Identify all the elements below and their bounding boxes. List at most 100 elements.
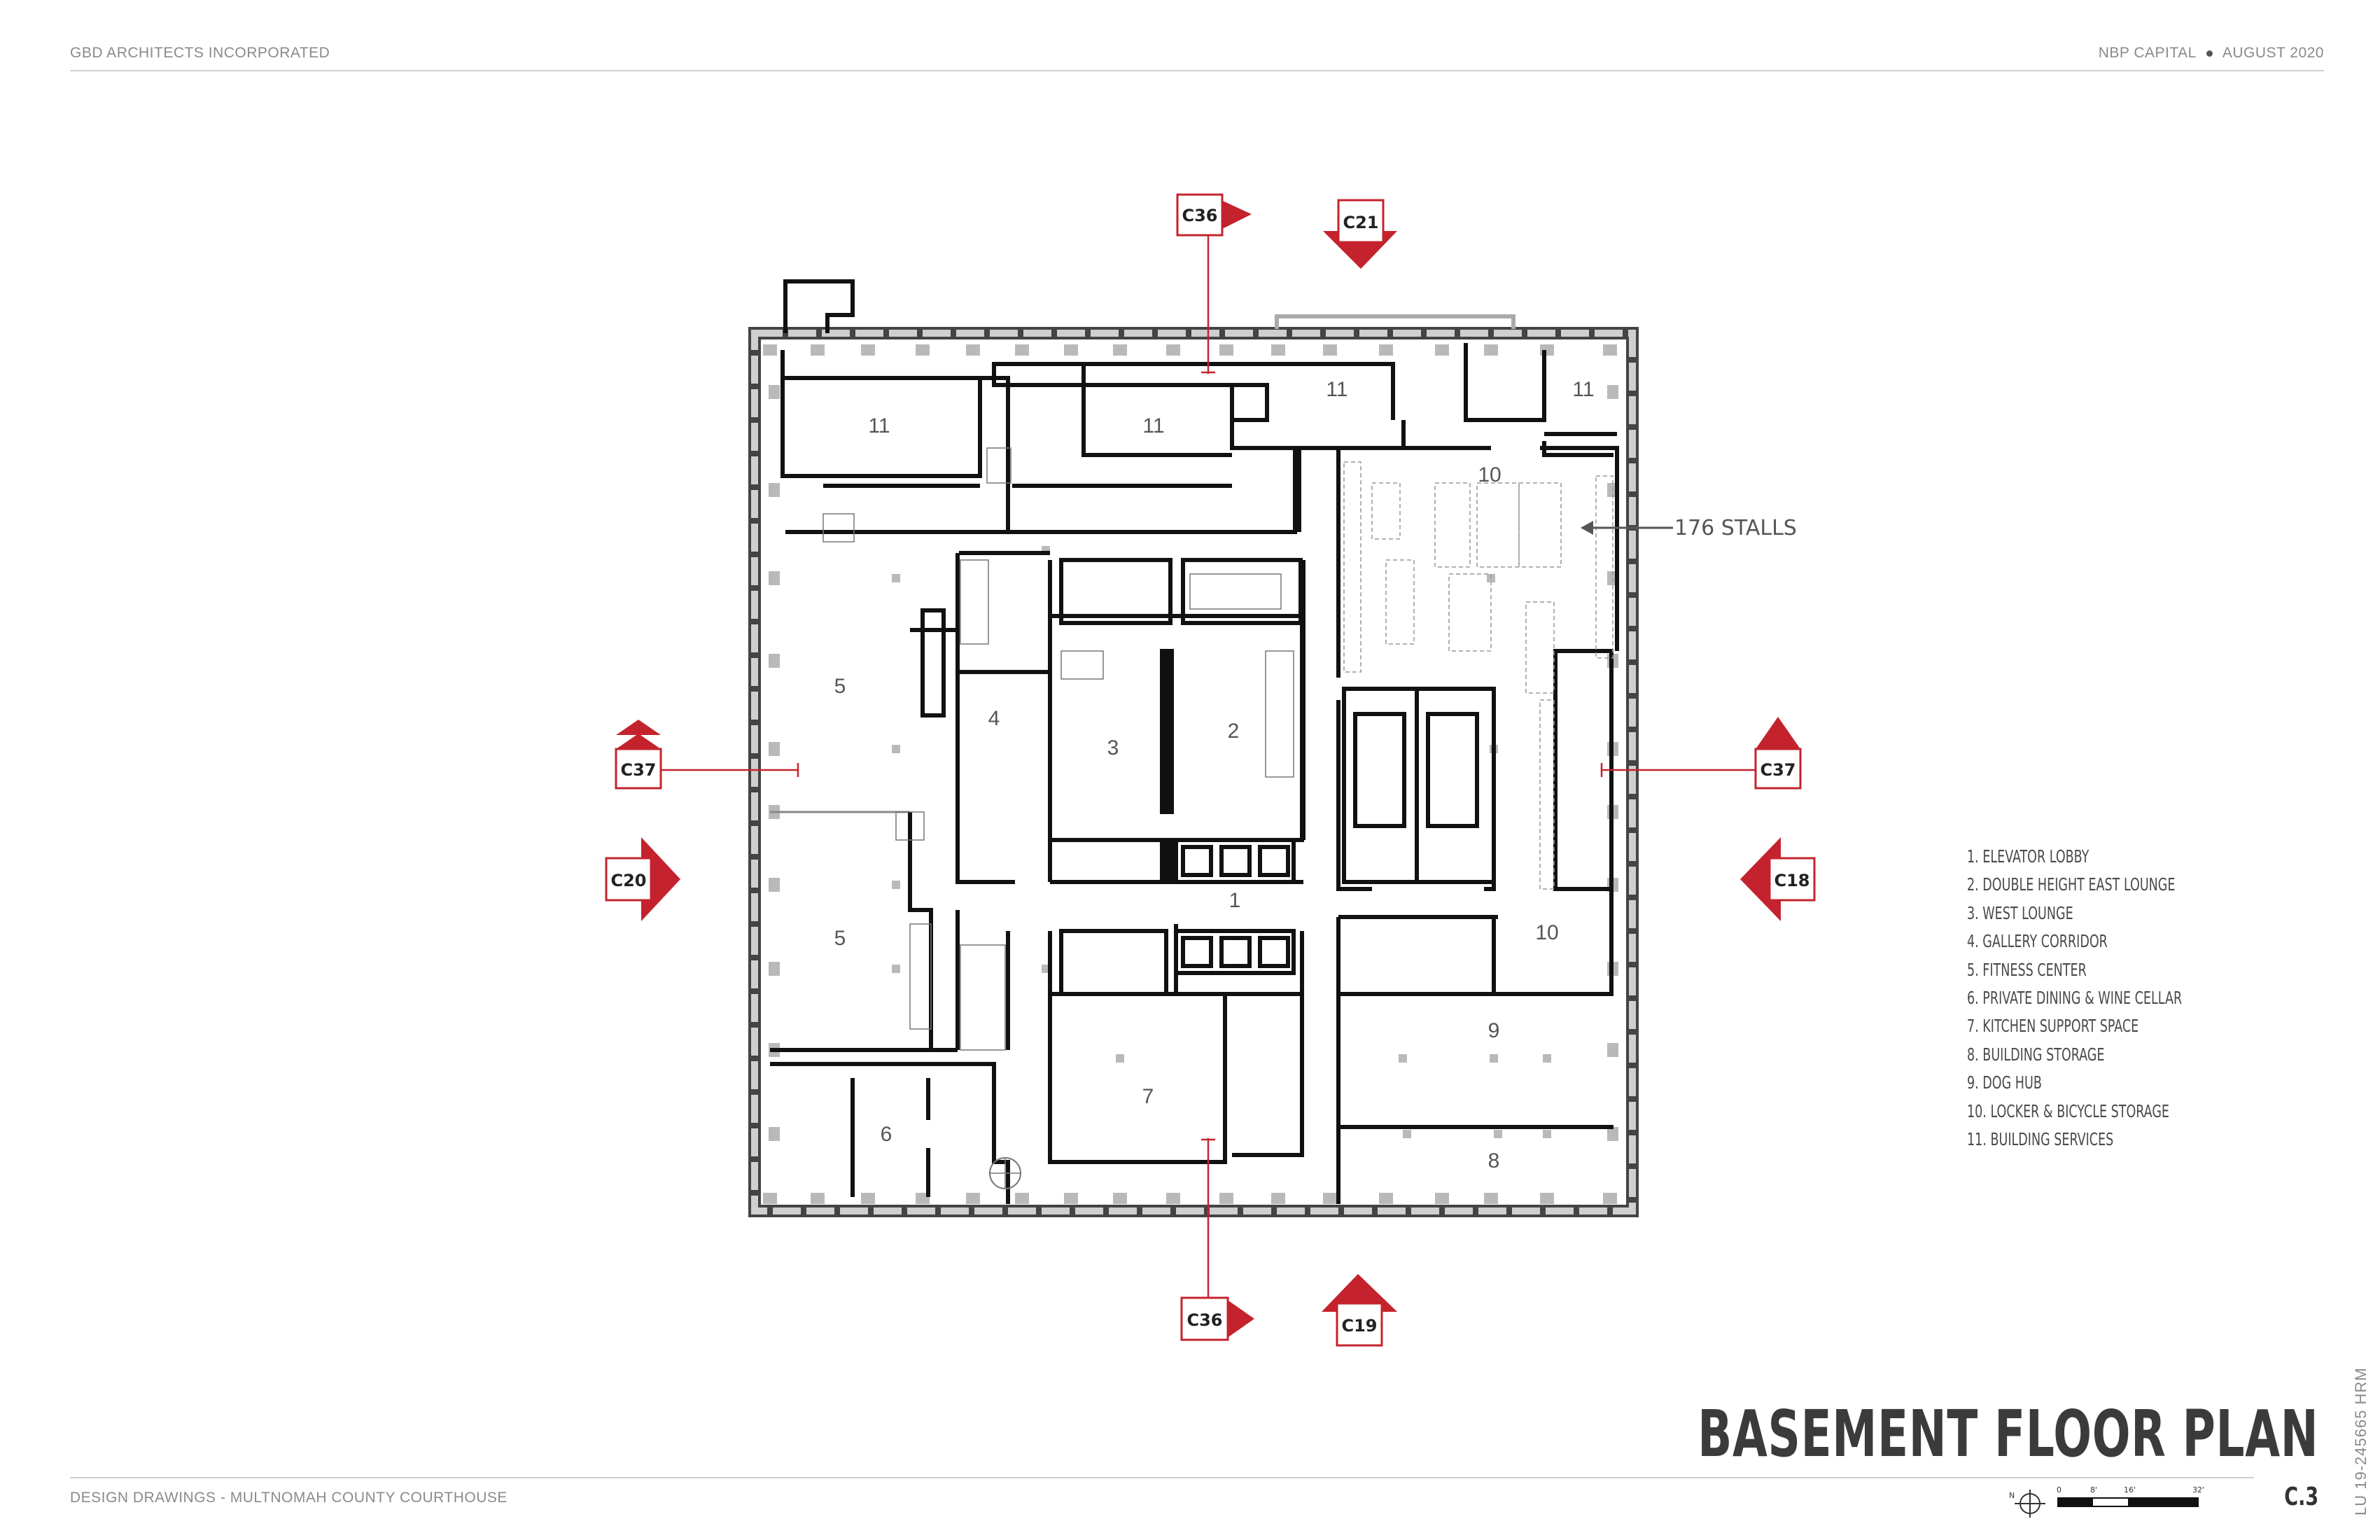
structural-column xyxy=(1323,1193,1337,1204)
structural-column xyxy=(1607,1043,1618,1057)
structural-column xyxy=(1219,1193,1233,1204)
structural-column xyxy=(769,385,780,399)
exterior-wall-hatch xyxy=(751,330,1636,1214)
section-label: C37 xyxy=(1760,760,1795,780)
scale-tick: 16' xyxy=(2124,1485,2136,1494)
bicycle-stalls xyxy=(1343,461,1614,890)
elevation-tag xyxy=(1337,199,1385,244)
section-label: C37 xyxy=(620,760,656,780)
legend-item: 7. KITCHEN SUPPORT SPACE xyxy=(1967,1016,2139,1037)
light-well xyxy=(783,279,855,333)
structural-column xyxy=(1435,344,1449,356)
issue-date: AUGUST 2020 xyxy=(2222,45,2324,61)
structural-column xyxy=(811,1193,825,1204)
legend-item: 11. BUILDING SERVICES xyxy=(1967,1128,2114,1149)
structural-column xyxy=(1484,344,1498,356)
structural-column xyxy=(1219,344,1233,356)
structural-column xyxy=(1399,1054,1407,1063)
structural-column xyxy=(1484,1193,1498,1204)
scale-tick: 0 xyxy=(2057,1485,2062,1494)
section-tag xyxy=(1180,1296,1229,1341)
room-number: 11 xyxy=(1572,378,1594,401)
elevation-tag xyxy=(605,857,652,902)
room-number: 9 xyxy=(1488,1019,1500,1042)
structural-column xyxy=(1607,385,1618,399)
legend-item: 2. DOUBLE HEIGHT EAST LOUNGE xyxy=(1967,874,2176,895)
legend-item: 3. WEST LOUNGE xyxy=(1967,902,2073,923)
structural-column xyxy=(1543,1054,1551,1063)
elevation-label: C21 xyxy=(1343,213,1378,232)
structural-column xyxy=(1379,1193,1393,1204)
scale-bar: N 0 8' 16' 32' xyxy=(2009,1485,2204,1518)
stalls-arrow xyxy=(1581,521,1593,535)
structural-column xyxy=(769,878,780,892)
structural-column xyxy=(892,965,900,973)
room-number: 10 xyxy=(1478,463,1501,486)
structural-column xyxy=(1015,344,1029,356)
structural-column xyxy=(1603,1193,1617,1204)
room-number: 11 xyxy=(1142,414,1164,438)
structural-column xyxy=(1607,1127,1618,1141)
structural-column xyxy=(1113,1193,1127,1204)
room-legend: 1. ELEVATOR LOBBY 2. DOUBLE HEIGHT EAST … xyxy=(1967,843,2243,1154)
structural-column xyxy=(892,574,900,582)
section-arrow xyxy=(1756,717,1800,749)
project-name: DESIGN DRAWINGS - MULTNOMAH COUNTY COURT… xyxy=(70,1490,507,1506)
room-number: 6 xyxy=(881,1123,892,1146)
elevation-label: C19 xyxy=(1341,1316,1377,1336)
legend-item: 8. BUILDING STORAGE xyxy=(1967,1044,2105,1065)
structural-column xyxy=(769,483,780,497)
stalls-label: 176 STALLS xyxy=(1674,516,1797,540)
sheet-number: C.3 xyxy=(2284,1483,2318,1511)
legend-item: 1. ELEVATOR LOBBY xyxy=(1967,846,2090,867)
structural-column xyxy=(1494,1130,1502,1138)
structural-column xyxy=(1435,1193,1449,1204)
room-number: 1 xyxy=(1229,889,1241,912)
structural-column xyxy=(769,962,780,976)
room-number: 3 xyxy=(1107,736,1119,760)
legend-item: 6. PRIVATE DINING & WINE CELLAR xyxy=(1967,987,2183,1008)
separator-dot xyxy=(2206,50,2213,57)
structural-column xyxy=(892,881,900,889)
legend-item: 9. DOG HUB xyxy=(1967,1072,2042,1093)
scale-tick: 8' xyxy=(2090,1485,2097,1494)
client-name: NBP CAPITAL xyxy=(2098,45,2197,61)
footer-rule xyxy=(70,1477,2254,1478)
drawing-title: BASEMENT FLOOR PLAN xyxy=(1697,1396,2318,1471)
structural-column xyxy=(1166,344,1180,356)
room-labels: 11 11 11 11 10 5 4 3 2 5 1 10 9 7 6 8 xyxy=(834,378,1595,1172)
structural-column xyxy=(966,344,980,356)
section-label: C36 xyxy=(1186,1310,1222,1330)
structural-column xyxy=(1271,344,1285,356)
legend-item: 10. LOCKER & BICYCLE STORAGE xyxy=(1967,1100,2170,1121)
structural-column xyxy=(763,1193,777,1204)
section-markers: C36 C21 C37 C37 C20 C18 C36 xyxy=(605,193,1816,1347)
structural-column xyxy=(1166,1193,1180,1204)
elevation-tag xyxy=(1768,857,1816,902)
structural-column xyxy=(811,344,825,356)
structural-column xyxy=(1116,1054,1124,1063)
structural-column xyxy=(769,1127,780,1141)
section-arrow xyxy=(616,720,661,735)
structural-column xyxy=(769,742,780,756)
interior-walls xyxy=(770,343,1619,1204)
legend-item: 5. FITNESS CENTER xyxy=(1967,959,2087,980)
section-arrow xyxy=(1226,1299,1254,1338)
structural-column xyxy=(1490,1054,1498,1063)
elevation-label: C20 xyxy=(610,871,646,890)
north-label: N xyxy=(2009,1491,2015,1500)
room-number: 10 xyxy=(1535,921,1558,944)
north-canopy xyxy=(1275,314,1516,329)
structural-column xyxy=(769,654,780,668)
structural-column xyxy=(1540,1193,1554,1204)
structural-column xyxy=(769,571,780,585)
structural-column xyxy=(966,1193,980,1204)
elevation-tag xyxy=(1336,1302,1383,1347)
structural-column xyxy=(1113,344,1127,356)
structural-column xyxy=(1064,1193,1078,1204)
structural-column xyxy=(1064,344,1078,356)
room-number: 5 xyxy=(834,675,846,698)
room-number: 8 xyxy=(1488,1149,1500,1172)
room-number: 5 xyxy=(834,927,846,950)
